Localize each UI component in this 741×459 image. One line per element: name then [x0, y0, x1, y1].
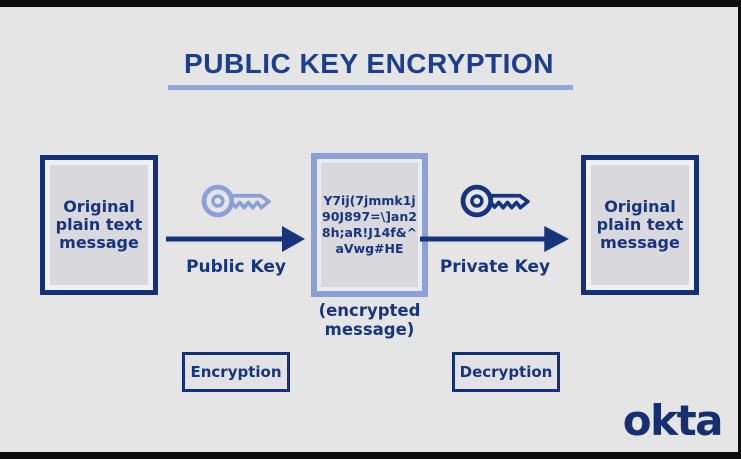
original-message-text-right: Original plain text message [591, 165, 689, 285]
decryption-step-box: Decryption [452, 352, 560, 392]
encrypted-line-3: 8h;aR!J14f&^ [321, 225, 418, 240]
private-key-flow-group: Private Key [420, 180, 570, 277]
encrypted-line-4: aVwg#HE [335, 241, 404, 257]
border-bar-top [0, 0, 741, 7]
encryption-step-box: Encryption [182, 352, 290, 392]
private-key-icon [460, 184, 530, 218]
original-message-box-right: Original plain text message [581, 155, 699, 295]
encrypted-message-box: Y7ij(7jmmk1j 90J897=\]an2 8h;aR!J14f&^ a… [311, 153, 428, 297]
border-bar-bottom [0, 452, 741, 459]
title-underline [168, 85, 573, 90]
okta-logo: okta [622, 396, 724, 445]
decryption-arrow-right-icon [420, 226, 569, 252]
public-key-icon [201, 184, 271, 218]
page-title: PUBLIC KEY ENCRYPTION [184, 48, 554, 79]
public-key-flow-group: Public Key [166, 180, 306, 277]
public-key-label: Public Key [186, 257, 286, 277]
private-key-label: Private Key [439, 257, 551, 277]
original-message-box-left: Original plain text message [40, 155, 158, 295]
encrypted-message-text: Y7ij(7jmmk1j 90J897=\]an2 8h;aR!J14f&^ a… [321, 163, 418, 287]
border-bar-right [738, 0, 741, 459]
encrypted-line-2: 90J897=\]an2 [322, 208, 417, 224]
encrypted-message-caption: (encrypted message) [318, 301, 421, 339]
original-message-text-left: Original plain text message [50, 165, 148, 285]
encrypted-line-1: Y7ij(7jmmk1j [323, 192, 416, 208]
encryption-arrow-right-icon [166, 226, 305, 252]
